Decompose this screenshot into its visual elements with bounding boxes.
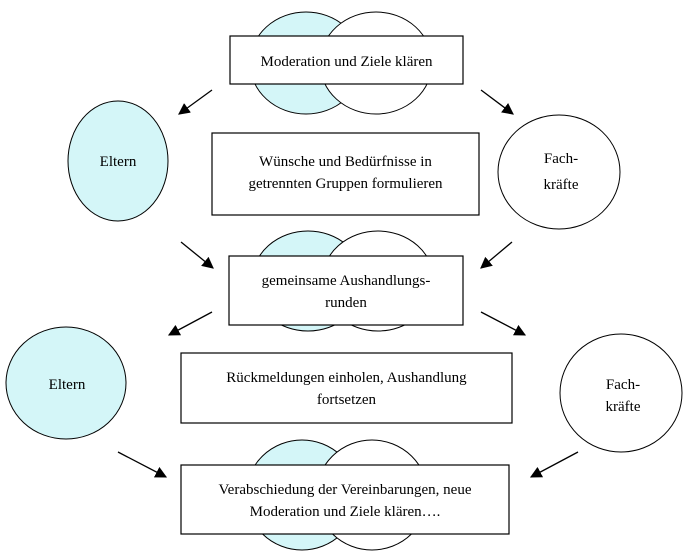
staff-top-label-line-1: Fach- xyxy=(544,151,578,167)
step2-box: Wünsche und Bedürfnisse in getrennten Gr… xyxy=(211,132,480,216)
step4-line-2: fortsetzen xyxy=(317,392,377,408)
staff-top-label-line-2: kräfte xyxy=(544,177,579,193)
parents-top-ellipse: Eltern xyxy=(67,100,169,222)
arrow-step3-to-parents xyxy=(167,311,213,336)
arrow-staff-to-step3 xyxy=(480,241,513,269)
arrow-staff-to-step5 xyxy=(529,451,579,478)
step3-line-1: gemeinsame Aushandlungs- xyxy=(262,273,431,289)
parents-bottom-ellipse: Eltern xyxy=(5,326,127,440)
step5-line-2: Moderation und Ziele klären…. xyxy=(250,504,441,520)
step4-line-1: Rückmeldungen einholen, Aushandlung xyxy=(226,370,467,386)
parents-top-label: Eltern xyxy=(100,154,137,170)
arrow-step3-to-staff xyxy=(480,311,527,336)
connector-arrows xyxy=(117,89,579,478)
step4-box: Rückmeldungen einholen, Aushandlung fort… xyxy=(180,352,513,424)
arrow-parents-to-step5 xyxy=(117,451,168,478)
step1-line-1: Moderation und Ziele klären xyxy=(260,54,433,70)
step5-box: Verabschiedung der Vereinbarungen, neue … xyxy=(180,464,510,535)
staff-top-ellipse: Fach- kräfte xyxy=(497,114,621,230)
arrow-step1-to-parents xyxy=(178,89,213,115)
step3-box: gemeinsame Aushandlungs- runden xyxy=(228,255,464,326)
arrow-step1-to-staff xyxy=(480,89,514,115)
arrow-parents-to-step3 xyxy=(180,241,214,269)
staff-bottom-label-line-1: Fach- xyxy=(606,377,640,393)
step2-line-2: getrennten Gruppen formulieren xyxy=(248,176,443,192)
step2-line-1: Wünsche und Bedürfnisse in xyxy=(259,154,432,170)
staff-bottom-ellipse: Fach- kräfte xyxy=(559,333,683,453)
step1-box: Moderation und Ziele klären xyxy=(229,35,464,85)
staff-bottom-label-line-2: kräfte xyxy=(606,399,641,415)
step5-line-1: Verabschiedung der Vereinbarungen, neue xyxy=(219,482,472,498)
step3-line-2: runden xyxy=(325,295,367,311)
parents-bottom-label: Eltern xyxy=(49,377,86,393)
